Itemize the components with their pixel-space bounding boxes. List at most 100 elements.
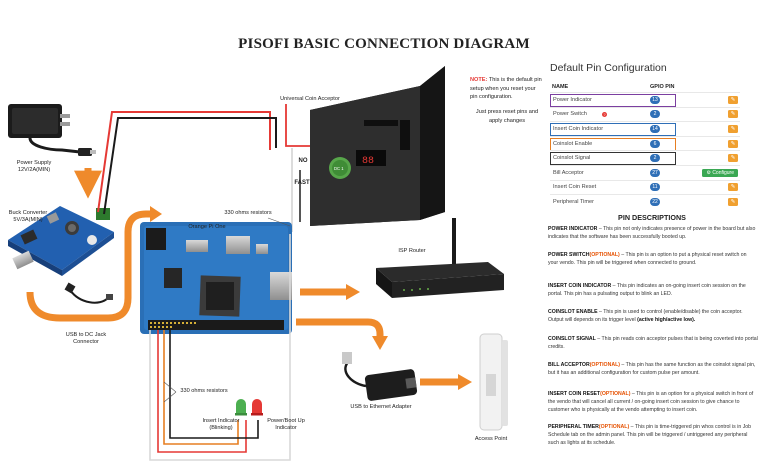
label-orange-pi: Orange Pi One: [188, 224, 226, 230]
pin-row-highlight: [550, 137, 676, 151]
label-resistors-bottom: 330 ohms resistors: [180, 388, 228, 394]
pin-name: Insert Coin Reset: [553, 184, 597, 191]
pin-description-text: – This pin not only indicates presence o…: [548, 226, 756, 240]
gpio-badge: 6: [650, 139, 660, 148]
label-fast: FAST: [294, 180, 310, 186]
label-resistors-top: 330 ohms resistors: [224, 210, 272, 216]
wire-buck-black: [103, 117, 277, 215]
pin-description-bold: (active high/active low).: [637, 316, 696, 323]
pin-name: Peripheral Timer: [553, 198, 595, 205]
gpio-cell: 14: [650, 124, 700, 133]
pin-config-title: Default Pin Configuration: [550, 62, 667, 74]
edit-pencil-icon[interactable]: ✎: [728, 139, 738, 148]
power-supply-icon: [8, 104, 96, 156]
action-cell: ✎: [700, 139, 740, 148]
configure-label: Configure: [712, 169, 734, 176]
resistor-callout-top: [267, 217, 291, 227]
pin-description-text: – This pin is an option for a physical s…: [548, 391, 754, 413]
gpio-cell: 11: [650, 183, 700, 192]
isp-router-icon: [376, 218, 504, 298]
action-cell: ✎: [700, 124, 740, 133]
usb-dc-cable-icon: [64, 282, 113, 304]
pin-name: Coinslot Signal: [553, 155, 591, 162]
edit-pencil-icon[interactable]: ✎: [728, 95, 738, 104]
edit-pencil-icon[interactable]: ✎: [728, 154, 738, 163]
pin-row-highlight: [550, 94, 676, 107]
action-cell: ✎: [700, 154, 740, 163]
wire-buck-red: [97, 111, 271, 213]
header-gpio: GPIO PIN: [650, 84, 675, 90]
action-cell: ✎: [700, 95, 740, 104]
pin-row-highlight: [550, 123, 676, 137]
label-insert-indicator: Insert Indicator (Blinking): [202, 418, 240, 431]
action-cell: ✎: [700, 110, 740, 119]
pin-description-name: POWER SWITCH: [548, 252, 590, 258]
pin-description-text: – This pin is an option to put a physica…: [548, 252, 747, 266]
pin-description-text: – This pin is time-triggered pin whos co…: [548, 424, 752, 446]
gpio-badge: 2: [650, 110, 660, 119]
action-cell: ⚙ Configure: [700, 168, 740, 177]
optional-tag: (OPTIONAL): [589, 252, 620, 258]
gpio-cell: 27: [650, 168, 700, 177]
optional-tag: (OPTIONAL): [598, 424, 630, 430]
note-label: NOTE:: [470, 77, 488, 83]
pin-description: COINSLOT ENABLE – This pin is used to co…: [548, 309, 758, 325]
label-power-indicator: Power/Boot Up Indicator: [267, 418, 305, 431]
edit-pencil-icon[interactable]: ✎: [728, 183, 738, 192]
pin-description-name: COINSLOT ENABLE: [548, 309, 598, 315]
pin-row: Power Switch? 2 ✎: [550, 106, 740, 122]
label-access-point: Access Point: [474, 436, 508, 442]
arrow-buck-to-board: [26, 210, 150, 322]
pin-description-text: – This pin has the same function as the …: [548, 362, 756, 376]
pin-config-header: NAME GPIO PIN: [550, 82, 740, 92]
label-usb-ethernet: USB to Ethernet Adapter: [350, 404, 412, 410]
label-usb-dc: USB to DC Jack Connector: [65, 332, 107, 345]
orange-pi-board-icon: [140, 222, 292, 334]
pin-name: Bill Acceptor: [553, 169, 584, 176]
edit-pencil-icon[interactable]: ✎: [728, 110, 738, 119]
resistor-callout-bottom: [163, 381, 177, 403]
pin-row: Insert Coin Reset 11 ✎: [550, 179, 740, 195]
led-red-icon: [251, 399, 263, 416]
edit-pencil-icon[interactable]: ✎: [728, 124, 738, 133]
pin-description: COINSLOT SIGNAL – This pin reads coin ac…: [548, 336, 758, 352]
pin-description: PERIPHERAL TIMER(OPTIONAL) – This pin is…: [548, 424, 758, 447]
led-green-icon: [235, 399, 247, 416]
gpio-cell: 6: [650, 139, 700, 148]
label-buck-converter: Buck Converter 5V/3A(MIN): [8, 210, 48, 223]
pin-description: POWER SWITCH(OPTIONAL) – This pin is an …: [548, 252, 758, 268]
label-no: NO: [298, 158, 308, 164]
gear-icon: ⚙: [706, 169, 713, 176]
note-text-2: Just press reset pins and apply changes: [475, 108, 539, 124]
action-cell: ✎: [700, 197, 740, 206]
coin-acceptor-badge: DC 1: [334, 166, 344, 171]
pin-description-text: – This pin indicates an on-going insert …: [548, 283, 746, 297]
pin-name: Insert Coin Indicator: [553, 125, 604, 132]
page-title: PISOFI BASIC CONNECTION DIAGRAM: [238, 36, 530, 52]
label-isp-router: ISP Router: [398, 248, 426, 254]
pin-row-highlight: [550, 152, 676, 166]
pin-name: Power Indicator: [553, 96, 592, 103]
pin-name: Coinslot Enable: [553, 140, 593, 147]
action-cell: ✎: [700, 183, 740, 192]
header-name: NAME: [552, 84, 569, 90]
wire-gpio-orange: [163, 330, 239, 445]
pin-description-name: PERIPHERAL TIMER: [548, 424, 599, 430]
pin-row: Coinslot Signal 2 ✎: [550, 150, 740, 166]
gpio-badge: 2: [650, 154, 660, 163]
label-power-supply: Power Supply 12V/2A(MIN): [16, 160, 52, 173]
note-text: This is the default pin setup when you r…: [470, 77, 542, 101]
edit-pencil-icon[interactable]: ✎: [728, 197, 738, 206]
pin-description-name: INSERT COIN RESET: [548, 391, 601, 397]
pin-name: Power Switch: [553, 111, 587, 118]
pin-description: BILL ACCEPTOR(OPTIONAL) – This pin has t…: [548, 362, 758, 378]
wire-gpio-white: [149, 234, 291, 461]
pin-description-name: BILL ACCEPTOR: [548, 362, 590, 368]
wire-coin-red: [285, 104, 310, 147]
configure-button[interactable]: ⚙ Configure: [702, 168, 738, 177]
optional-tag: (OPTIONAL): [600, 391, 631, 397]
help-icon[interactable]: ?: [602, 111, 607, 117]
coin-acceptor-icon: [310, 66, 445, 226]
